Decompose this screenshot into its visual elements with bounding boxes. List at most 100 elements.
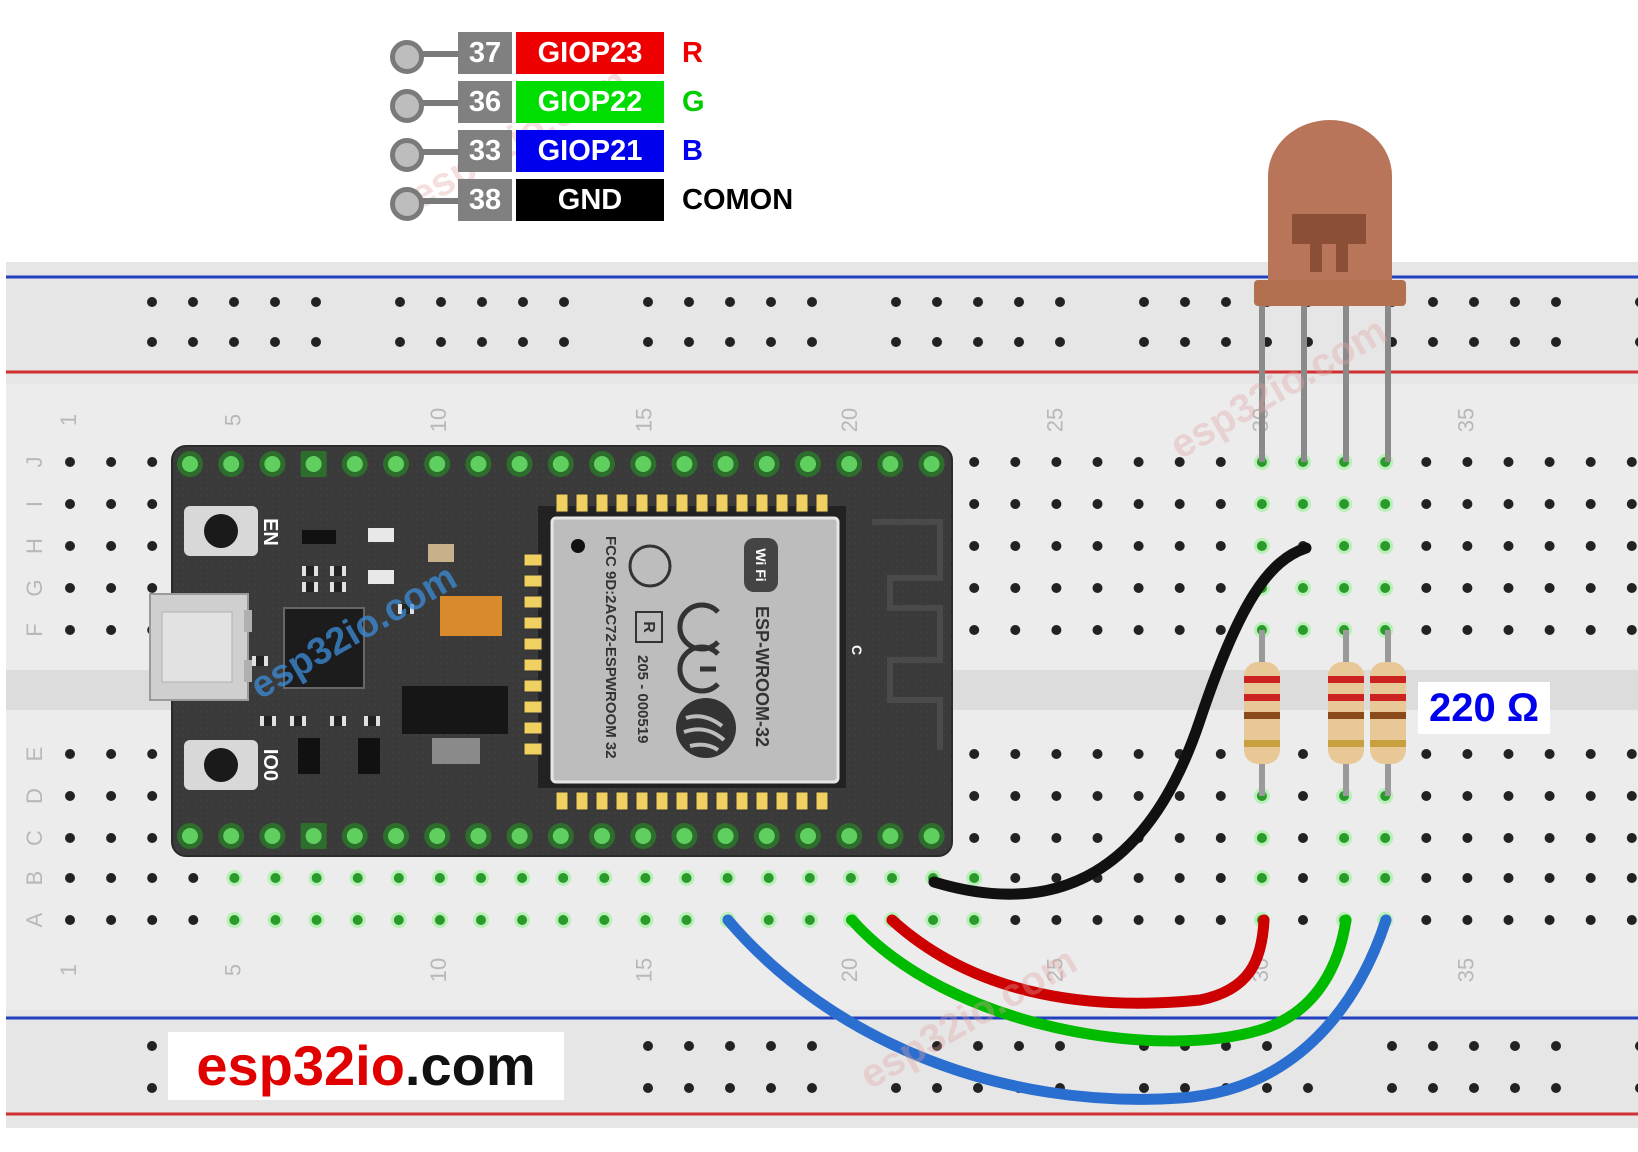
breadboard-hole: [1462, 499, 1473, 509]
breadboard-hole: [1421, 791, 1432, 801]
module-pad: [795, 493, 809, 513]
resistor-band: [1370, 676, 1406, 683]
module-pad: [523, 742, 543, 756]
header-pin-hole: [470, 456, 487, 472]
breadboard-hole: [147, 833, 158, 843]
breadboard-hole: [106, 583, 117, 593]
module-pad: [735, 493, 749, 513]
breadboard-hole: [311, 915, 322, 925]
breadboard-hole: [147, 915, 158, 925]
module-pad: [635, 791, 649, 811]
power-rail-hole: [973, 1041, 983, 1051]
power-rail-hole: [270, 297, 280, 307]
pin-connector-icon: [390, 138, 424, 172]
power-rail-hole: [395, 337, 405, 347]
breadboard-hole: [599, 915, 610, 925]
power-rail-hole: [643, 337, 653, 347]
breadboard-hole: [147, 541, 158, 551]
power-rail-hole: [1014, 297, 1024, 307]
breadboard-hole: [106, 541, 117, 551]
breadboard-hole: [1626, 873, 1637, 883]
breadboard-hole: [722, 873, 733, 883]
breadboard-hole: [517, 873, 528, 883]
module-pad: [523, 553, 543, 567]
breadboard-hole: [65, 583, 75, 593]
breadboard-hole: [1421, 749, 1432, 759]
module-pad: [523, 658, 543, 672]
smd-resistor-body: [264, 716, 272, 726]
wire-black-gnd: [928, 542, 1312, 900]
header-pin-hole: [676, 828, 693, 844]
breadboard-hole: [1174, 873, 1185, 883]
breadboard-hole: [969, 749, 980, 759]
module-pad: [523, 721, 543, 735]
resistor-band: [1370, 712, 1406, 719]
power-rail-hole: [1469, 297, 1479, 307]
module-pad: [755, 791, 769, 811]
reg-text: 205 - 000519: [634, 655, 651, 743]
module-pad: [675, 791, 689, 811]
esp32-board: EN IO0 C ESP-WROOM-32 FCC 9D:2AC7: [149, 445, 953, 857]
breadboard-hole: [1421, 873, 1432, 883]
breadboard-hole: [1215, 915, 1226, 925]
breadboard-hole: [1298, 915, 1308, 925]
breadboard-hole: [1585, 915, 1596, 925]
breadboard-hole: [1503, 873, 1514, 883]
module-pad: [595, 791, 609, 811]
espressif-logo-swirl: [683, 714, 726, 752]
breadboard-hole: [229, 915, 240, 925]
breadboard-hole: [1544, 457, 1555, 467]
breadboard-hole: [188, 873, 199, 883]
header-pin-hole: [552, 456, 569, 472]
breadboard-hole: [1339, 541, 1350, 551]
power-rail-hole: [477, 337, 487, 347]
power-rail-hole: [807, 337, 817, 347]
header-pin-hole: [635, 828, 652, 844]
breadboard-hole: [1462, 791, 1473, 801]
breadboard-hole: [352, 873, 363, 883]
en-button-cap[interactable]: [204, 514, 238, 548]
breadboard-hole: [1010, 583, 1021, 593]
breadboard-hole: [65, 915, 75, 925]
board-header-pins: [177, 451, 945, 849]
breadboard-hole: [1010, 873, 1021, 883]
breadboard-hole: [65, 499, 75, 509]
breadboard-holes: [65, 297, 1638, 1093]
power-rail-hole: [270, 337, 280, 347]
power-rail-hole: [147, 337, 157, 347]
breadboard-hole: [393, 915, 404, 925]
led-flange: [1254, 280, 1406, 306]
header-pin-hole: [264, 828, 281, 844]
smd-resistor-body: [402, 604, 410, 614]
pin-function-label: B: [682, 135, 703, 167]
r-mark: R: [640, 621, 657, 633]
module-pad: [523, 679, 543, 693]
header-pin-hole: [923, 456, 940, 472]
power-rail-hole: [684, 337, 694, 347]
breadboard-hole: [763, 873, 774, 883]
smd-resistor-body: [306, 582, 314, 592]
breadboard-hole: [106, 499, 117, 509]
power-rail-hole: [973, 1083, 983, 1093]
module-pad: [523, 595, 543, 609]
smd-resistor-body: [294, 716, 302, 726]
pin-gpio-label: GIOP23: [516, 32, 664, 74]
module-pad: [675, 493, 689, 513]
power-rail-hole: [1180, 297, 1190, 307]
breadboard-hole: [1092, 541, 1103, 551]
ce-logo-icon: [677, 602, 720, 694]
power-rail-hole: [1262, 1083, 1272, 1093]
power-rail-hole: [684, 297, 694, 307]
breadboard-hole: [1174, 915, 1185, 925]
breadboard-hole: [1503, 749, 1514, 759]
breadboard-hole: [1051, 873, 1062, 883]
header-pin-hole: [470, 828, 487, 844]
pin-function-label: R: [682, 37, 703, 69]
power-rail-hole: [1180, 1083, 1190, 1093]
power-rail-hole: [1139, 1083, 1149, 1093]
header-pin-hole: [552, 828, 569, 844]
breadboard-hole: [1010, 791, 1021, 801]
io0-button-cap[interactable]: [204, 748, 238, 782]
